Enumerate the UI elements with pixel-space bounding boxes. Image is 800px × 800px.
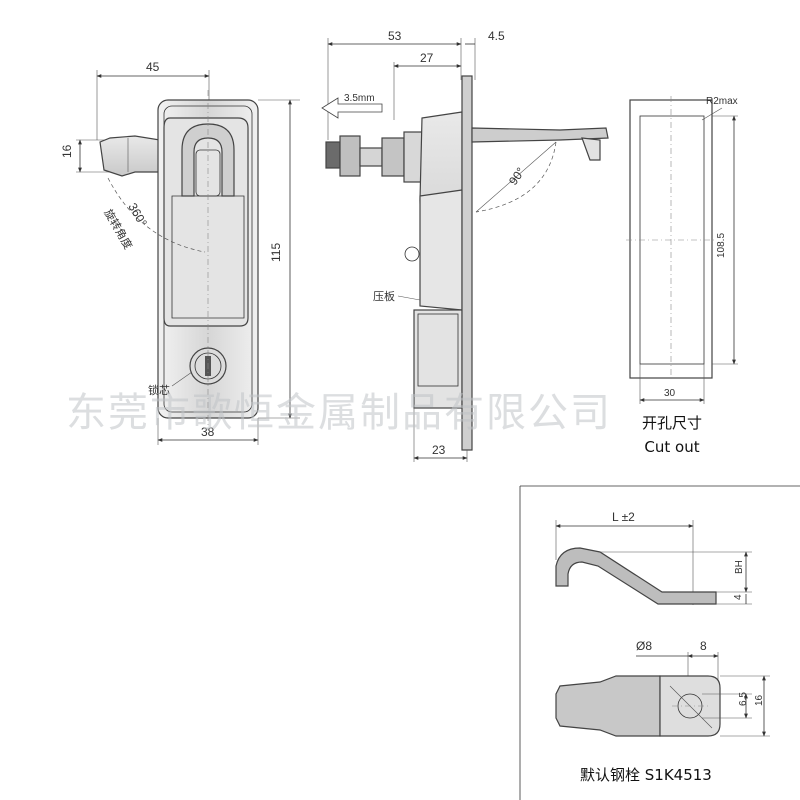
dim-depth-body: 27 xyxy=(420,51,434,65)
dim-bh: BH xyxy=(734,560,745,574)
dim-slot-width: 6.5 xyxy=(738,692,749,706)
front-view: 45 16 旋转角度 360° 115 xyxy=(60,60,300,445)
dim-total-height: 115 xyxy=(269,243,283,262)
side-view: 53 4.5 27 3.5mm 90° 压板 xyxy=(321,29,609,462)
dim-width-bottom: 38 xyxy=(201,425,215,439)
dim-hole-diameter: Ø8 xyxy=(636,639,652,653)
cutout-caption-cn: 开孔尺寸 xyxy=(642,414,702,432)
cutout-view: R2max 108.5 30 开孔尺寸 Cut out xyxy=(626,96,738,456)
dim-hole-offset: 8 xyxy=(700,639,707,653)
dim-height-left: 16 xyxy=(60,144,74,158)
dim-cutout-width: 30 xyxy=(664,388,676,399)
label-plate-cn: 压板 xyxy=(373,289,395,303)
tongue-caption: 默认钢栓 S1K4513 xyxy=(580,766,712,784)
dim-cutout-height: 108.5 xyxy=(716,233,727,258)
dim-radius: R2max xyxy=(706,96,738,107)
dim-thickness: 4 xyxy=(733,594,744,600)
label-keyhole-cn: 锁芯 xyxy=(148,383,170,397)
label-rotation-angle: 360° xyxy=(125,201,150,230)
tongue-detail-panel: L ±2 BH 4 Ø8 8 6.5 16 默认钢栓 S1K4513 xyxy=(519,485,800,800)
dim-length: L ±2 xyxy=(612,510,635,524)
dim-flange: 4.5 xyxy=(488,29,505,43)
dim-base-depth: 23 xyxy=(432,443,446,457)
dim-depth-total: 53 xyxy=(388,29,402,43)
dim-angle: 90° xyxy=(506,165,528,188)
dim-shift: 3.5mm xyxy=(344,93,375,104)
dim-tongue-width: 16 xyxy=(754,694,765,706)
watermark-text: 东莞市歌恒金属制品有限公司 xyxy=(66,390,612,436)
dim-width-top: 45 xyxy=(146,60,160,74)
cutout-caption-en: Cut out xyxy=(644,438,699,456)
